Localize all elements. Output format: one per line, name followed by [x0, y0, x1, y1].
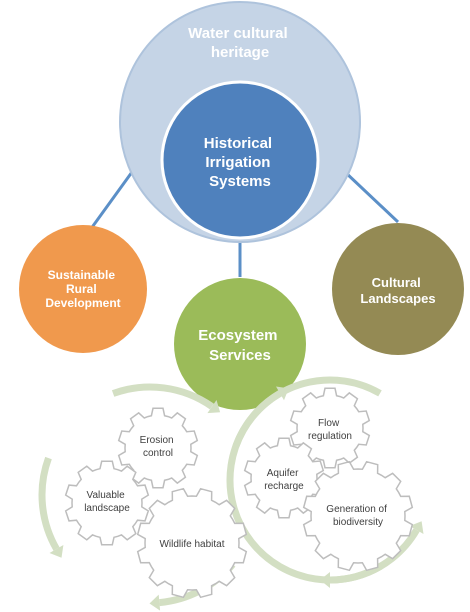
connector-to-cultural-landscapes [343, 170, 400, 224]
generation-of-biodiversity-label: Generation of biodiversity [326, 504, 389, 528]
sustainable-rural-development-label: Sustainable Rural Development [45, 268, 120, 310]
sustainable-rural-development-node [19, 225, 147, 353]
right-cycle-arrow-bottom [329, 563, 382, 584]
wildlife-habitat-label: Wildlife habitat [159, 539, 224, 550]
ecosystem-services-node [174, 278, 306, 410]
flow-regulation-label: Flow regulation [308, 418, 352, 442]
left-cycle-arrow-top-head [207, 400, 221, 414]
gear-erosion-control-icon [117, 407, 199, 489]
valuable-landscape-label: Valuable landscape [84, 490, 130, 514]
right-cycle-arrow-right-head [409, 521, 424, 534]
gear-valuable-landscape-icon [64, 460, 150, 546]
left-cycle-arrow-bottom-head [149, 594, 161, 611]
gear-cluster [64, 387, 414, 599]
gear-labels: Erosion control Valuable landscape Wildl… [84, 418, 389, 550]
aquifer-recharge-label: Aquifer recharge [264, 468, 304, 492]
gear-generation-of-biodiversity-icon [302, 460, 414, 572]
ecosystem-services-label: Ecosystem Services [198, 327, 281, 364]
left-cycle-arrow-left-head [49, 545, 64, 558]
water-cultural-heritage-label: Water cultural heritage [188, 25, 292, 61]
gear-aquifer-recharge-icon [243, 437, 325, 519]
right-cycle-arrow-bottom-head [320, 572, 330, 588]
cultural-landscapes-node [332, 223, 464, 355]
historical-irrigation-systems-circle [160, 80, 320, 240]
left-cycle-arrow-top [111, 383, 214, 410]
historical-irrigation-systems-label: Historical Irrigation Systems [204, 135, 277, 190]
cultural-landscapes-label: Cultural Landscapes [360, 275, 435, 306]
erosion-control-label: Erosion control [140, 435, 177, 459]
left-cycle-arrow-left [38, 456, 60, 551]
gear-wildlife-habitat-icon [136, 487, 248, 599]
